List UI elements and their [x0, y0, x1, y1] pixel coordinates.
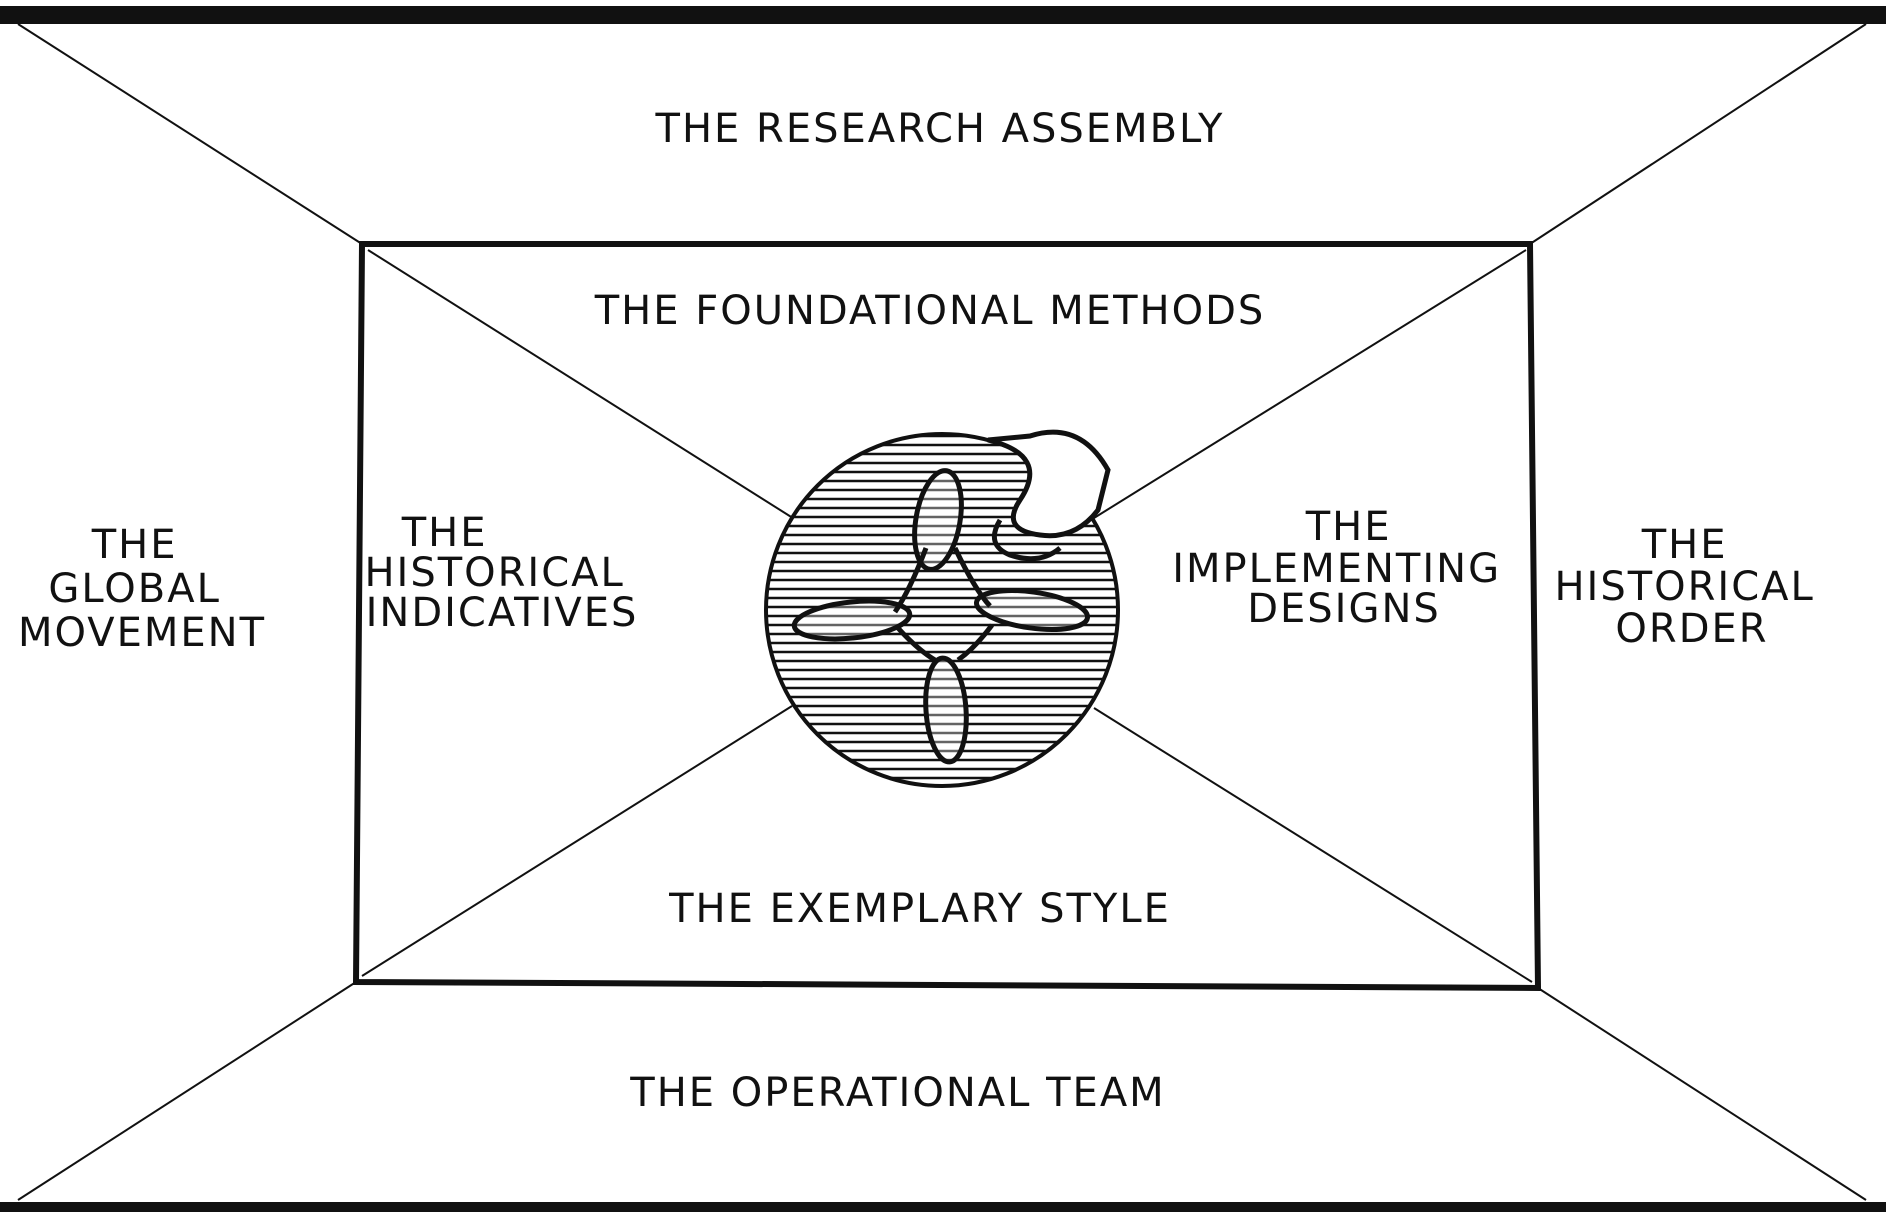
inner-top-label: THE FOUNDATIONAL METHODS	[594, 288, 1266, 334]
outer-top-label: THE RESEARCH ASSEMBLY	[655, 106, 1225, 152]
inner-left-label: THE HISTORICAL INDICATIVES	[364, 510, 639, 636]
outer-right-label: THE HISTORICAL ORDER	[1554, 522, 1829, 652]
inner-right-label: THE IMPLEMENTING DESIGNS	[1172, 504, 1516, 632]
outer-bottom-label: THE OPERATIONAL TEAM	[629, 1070, 1165, 1116]
top-border-bar	[0, 6, 1886, 24]
inner-frame	[352, 241, 1542, 992]
inner-bottom-label: THE EXEMPLARY STYLE	[668, 886, 1171, 932]
hatched-globe-emblem-icon	[764, 429, 1120, 788]
inner-diagonals	[361, 249, 1533, 983]
outer-diagonals	[17, 23, 1867, 1201]
outer-left-label: THE GLOBAL MOVEMENT	[18, 522, 266, 656]
bottom-border-bar	[0, 1202, 1886, 1212]
